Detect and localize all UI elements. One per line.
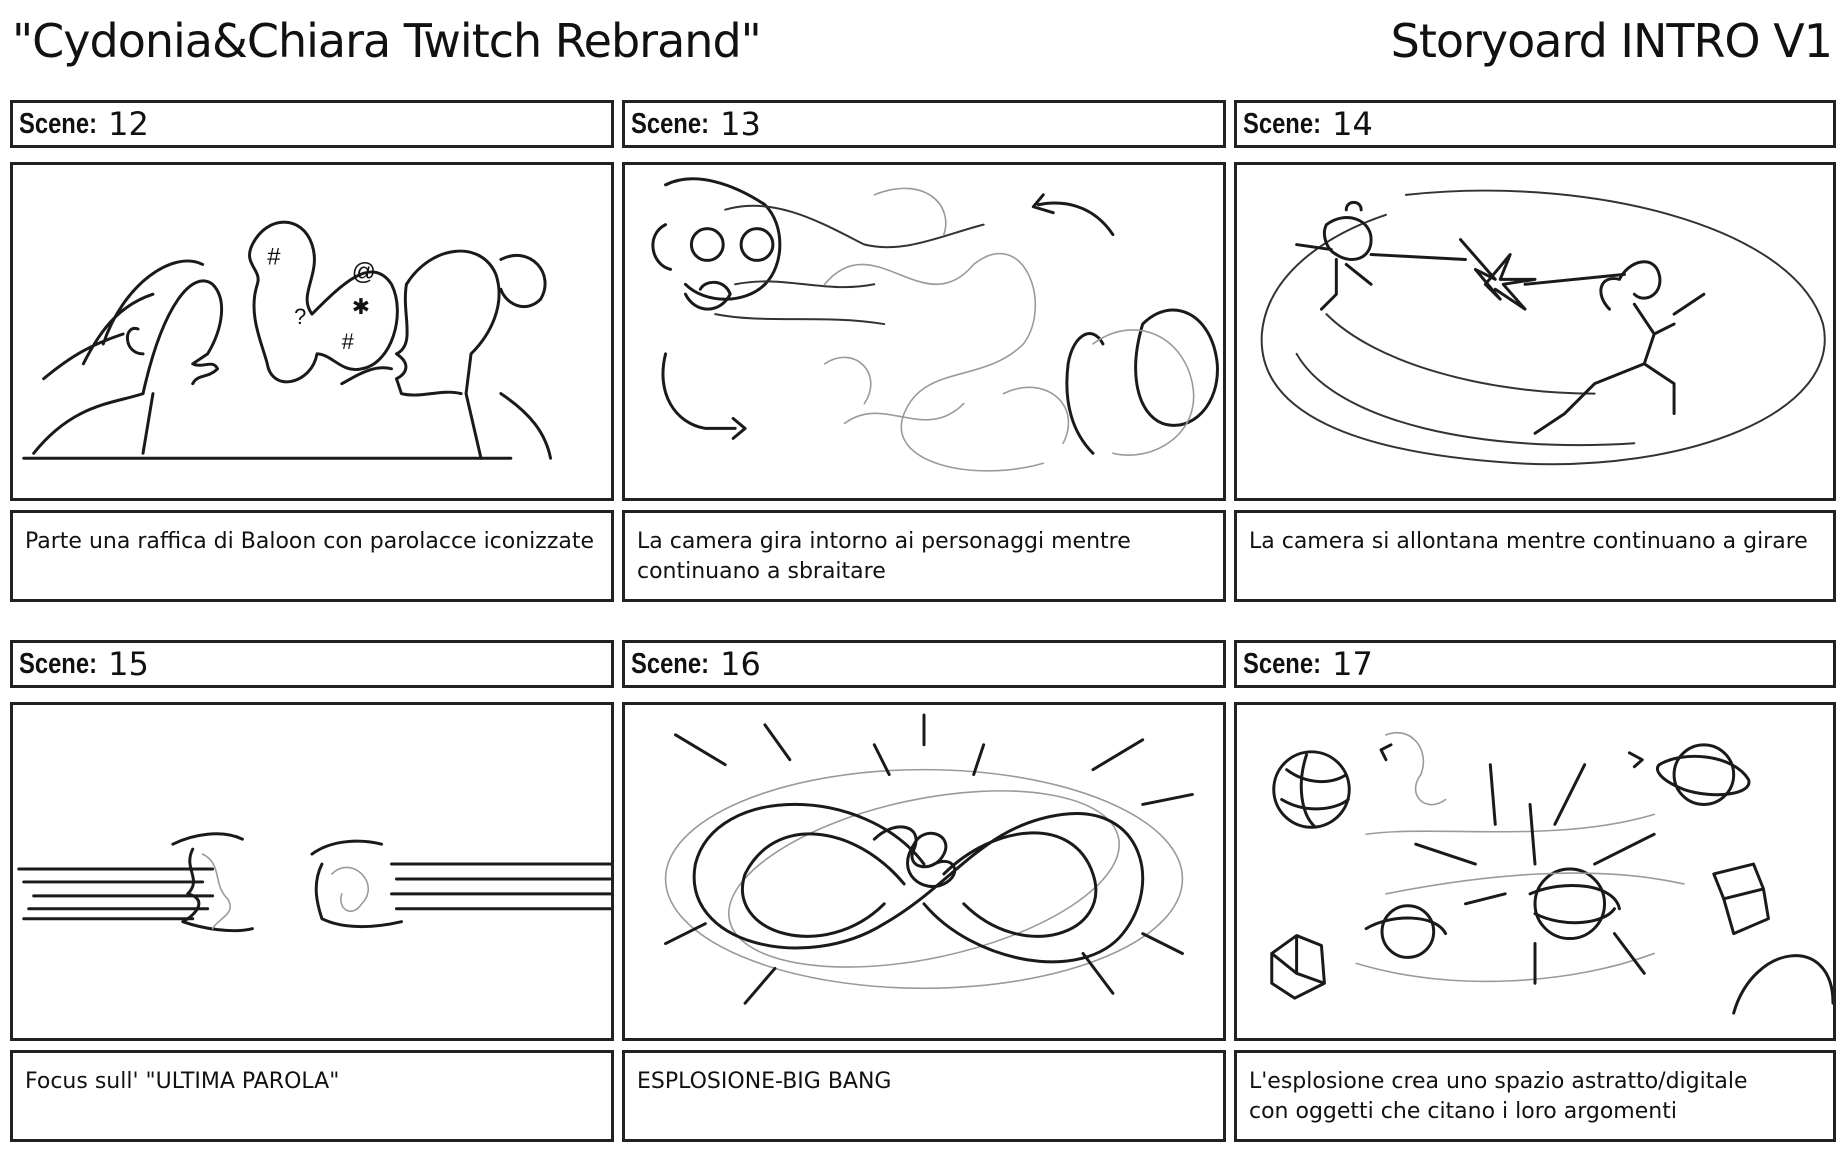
scene-caption-17: L'esplosione crea uno spazio astratto/di…: [1234, 1050, 1836, 1142]
scene-keyword: Scene:: [19, 647, 97, 680]
scene-keyword: Scene:: [631, 107, 709, 140]
sketch-frame-17: [1234, 702, 1836, 1041]
caption-line: continuano a sbraitare: [637, 559, 886, 584]
scene-label-14: Scene: 14: [1234, 100, 1836, 148]
svg-text:#: #: [267, 243, 281, 270]
svg-text:#: #: [342, 329, 355, 354]
camera-pullback-sketch: [1260, 189, 1826, 466]
caption-line: con oggetti che citano i loro argomenti: [1249, 1099, 1677, 1124]
big-bang-sketch: [664, 713, 1194, 1005]
scene-label-16: Scene: 16: [622, 640, 1226, 688]
scene-caption-13: La camera gira intorno ai personaggi men…: [622, 510, 1226, 602]
scene-caption-12: Parte una raffica di Baloon con parolacc…: [10, 510, 614, 602]
caption-line: La camera gira intorno ai personaggi men…: [637, 529, 1131, 554]
caption-line: ESPLOSIONE-BIG BANG: [637, 1069, 892, 1094]
last-word-focus-sketch: [17, 832, 611, 933]
scene-caption-16: ESPLOSIONE-BIG BANG: [622, 1050, 1226, 1142]
scene-keyword: Scene:: [631, 647, 709, 680]
scene-number: 17: [1332, 645, 1373, 683]
abstract-space-sketch: [1270, 732, 1833, 1015]
sketch-frame-16: [622, 702, 1226, 1041]
sketch-frame-14: [1234, 162, 1836, 501]
sketch-frame-13: [622, 162, 1226, 501]
board-title: Storyoard INTRO V1: [1390, 14, 1833, 68]
scene-number: 15: [108, 645, 149, 683]
scene-keyword: Scene:: [1243, 647, 1321, 680]
two-characters-shouting-balloons-sketch: # @ ? # ✱: [22, 220, 553, 460]
scene-caption-14: La camera si allontana mentre continuano…: [1234, 510, 1836, 602]
scene-label-17: Scene: 17: [1234, 640, 1836, 688]
camera-orbit-sketch: [651, 177, 1219, 472]
caption-line: La camera si allontana mentre continuano…: [1249, 529, 1808, 554]
scene-number: 16: [720, 645, 761, 683]
caption-line: Parte una raffica di Baloon con parolacc…: [25, 529, 595, 554]
svg-text:✱: ✱: [352, 294, 370, 319]
scene-keyword: Scene:: [19, 107, 97, 140]
scene-label-12: Scene: 12: [10, 100, 614, 148]
caption-line: L'esplosione crea uno spazio astratto/di…: [1249, 1069, 1748, 1094]
scene-number: 12: [108, 105, 149, 143]
scene-label-13: Scene: 13: [622, 100, 1226, 148]
caption-line: Focus sull' "ULTIMA PAROLA": [25, 1069, 340, 1094]
scene-number: 13: [720, 105, 761, 143]
scene-label-15: Scene: 15: [10, 640, 614, 688]
scene-number: 14: [1332, 105, 1373, 143]
project-title: "Cydonia&Chiara Twitch Rebrand": [12, 14, 762, 68]
svg-text:?: ?: [294, 304, 306, 329]
scene-keyword: Scene:: [1243, 107, 1321, 140]
svg-text:@: @: [352, 258, 376, 285]
scene-caption-15: Focus sull' "ULTIMA PAROLA": [10, 1050, 614, 1142]
sketch-frame-15: [10, 702, 614, 1041]
sketch-frame-12: # @ ? # ✱: [10, 162, 614, 501]
